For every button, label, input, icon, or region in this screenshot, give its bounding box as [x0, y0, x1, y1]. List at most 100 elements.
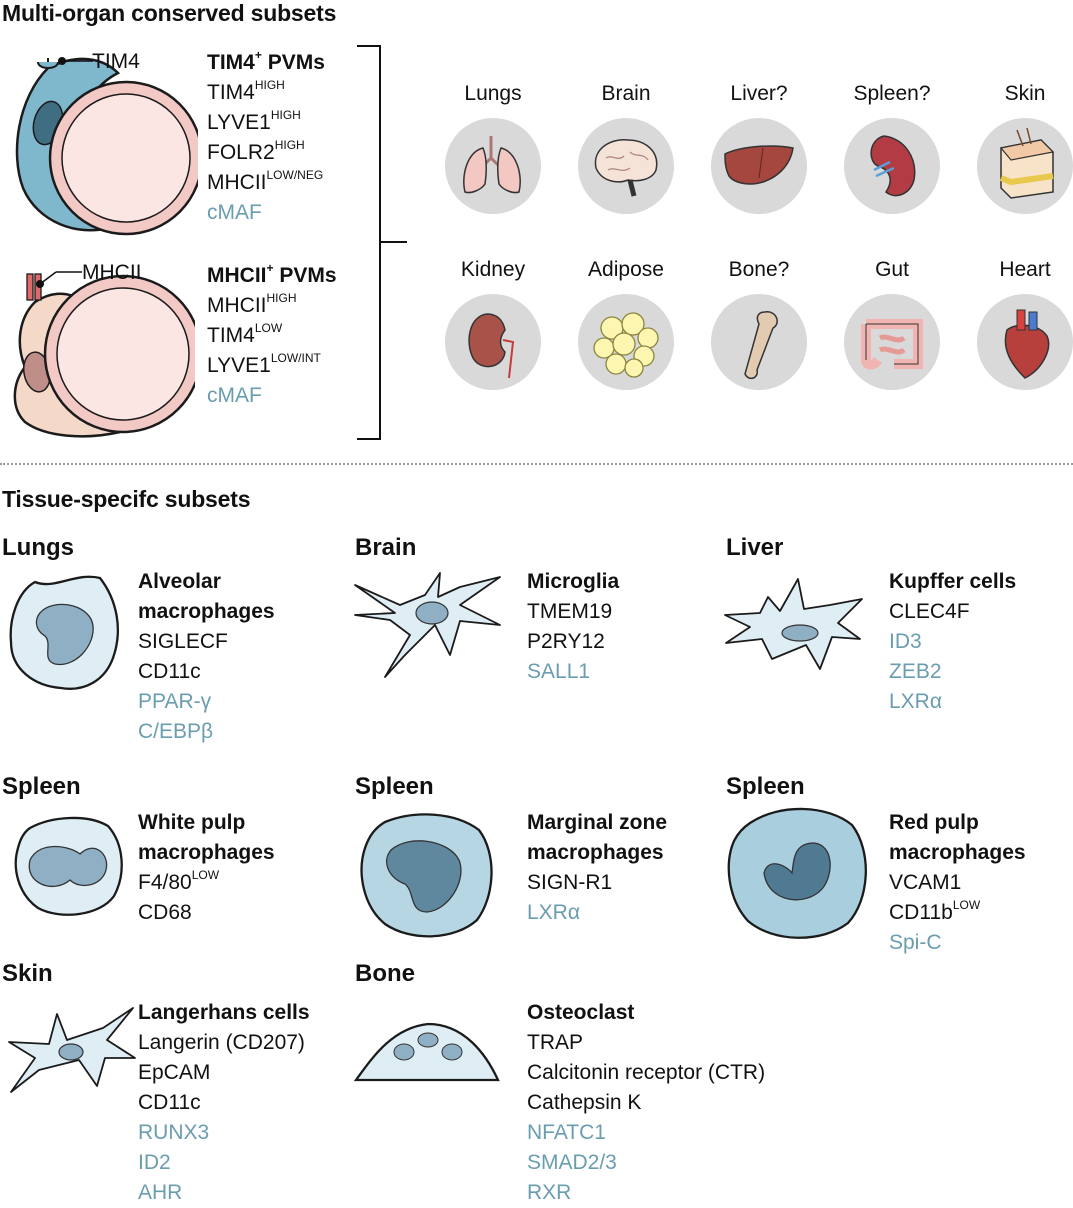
subset-title: Alveolar	[138, 570, 221, 593]
section-divider	[0, 463, 1073, 465]
section-heading-tissue-specific: Tissue-specifc subsets	[2, 486, 251, 512]
liver-icon	[711, 118, 807, 214]
langerhans-cell-block: Langerhans cells Langerin (CD207) EpCAM …	[138, 998, 310, 1208]
subset-title: Red pulp	[889, 811, 979, 834]
marker: TMEM19	[527, 600, 613, 623]
transcription-factor: SALL1	[527, 660, 591, 683]
marker: CD11bLOW	[889, 898, 981, 924]
transcription-factor: NFATC1	[527, 1121, 606, 1144]
transcription-factor: Spi-C	[889, 931, 942, 954]
marker: FOLR2HIGH	[207, 138, 305, 164]
marker: P2RY12	[527, 630, 605, 653]
transcription-factor: cMAF	[207, 384, 262, 407]
marker: MHCIIHIGH	[207, 291, 297, 317]
subset-title: macrophages	[138, 841, 275, 864]
organ-label-gut: Gut	[875, 258, 909, 281]
mhcii-pvm-block: MHCII+ PVMs MHCIIHIGH TIM4LOW LYVE1LOW/I…	[207, 261, 337, 411]
marker: Cathepsin K	[527, 1091, 642, 1114]
organ-label-skin: Skin	[1004, 82, 1046, 105]
organ-heading-skin: Skin	[2, 960, 53, 987]
organ-heading-spleen-red-pulp: Spleen	[726, 773, 805, 800]
marginal-zone-macrophage-icon	[360, 813, 493, 938]
marker: CD11c	[138, 660, 201, 683]
subset-title: macrophages	[138, 600, 275, 623]
transcription-factor: SMAD2/3	[527, 1151, 617, 1174]
organ-label-adipose: Adipose	[588, 258, 664, 281]
mhcii-marker-label: MHCII	[82, 261, 142, 284]
mhcii-pvm-title: MHCII+ PVMs	[207, 261, 337, 287]
organ-heading-bone: Bone	[355, 960, 415, 987]
spleen-icon	[844, 118, 940, 214]
subset-title: Marginal zone	[527, 811, 668, 834]
adipose-icon	[578, 294, 674, 390]
red-pulp-macrophage-block: Red pulp macrophages VCAM1 CD11bLOW Spi-…	[889, 808, 1026, 958]
transcription-factor: ID2	[138, 1151, 171, 1174]
marker: TRAP	[527, 1031, 584, 1054]
alveolar-macrophage-block: Alveolar macrophages SIGLECF CD11c PPAR-…	[138, 567, 275, 747]
organ-label-kidney: Kidney	[460, 258, 526, 281]
alveolar-macrophage-icon	[9, 575, 119, 690]
organ-heading-spleen-marginal-zone: Spleen	[355, 773, 434, 800]
tim4-pvm-illustration	[15, 57, 198, 236]
red-pulp-macrophage-icon	[727, 807, 867, 939]
marker: CD11c	[138, 1091, 201, 1114]
organ-label-spleen: Spleen?	[853, 82, 931, 105]
bone-icon	[711, 294, 807, 390]
transcription-factor: C/EBPβ	[138, 720, 214, 743]
marker: TIM4LOW	[207, 321, 283, 347]
kupffer-cell-icon	[724, 578, 863, 670]
brain-icon	[578, 118, 674, 214]
grouping-bracket	[357, 45, 407, 440]
organ-label-liver: Liver?	[730, 82, 788, 105]
tim4-marker-label: TIM4	[92, 50, 140, 73]
marker: LYVE1LOW/INT	[207, 351, 321, 377]
transcription-factor: ZEB2	[889, 660, 942, 683]
organ-label-lungs: Lungs	[464, 82, 522, 105]
microglia-block: Microglia TMEM19 P2RY12 SALL1	[527, 567, 619, 687]
subset-title: macrophages	[527, 841, 664, 864]
subset-title: Osteoclast	[527, 1001, 635, 1024]
transcription-factor: cMAF	[207, 201, 262, 224]
marker: SIGLECF	[138, 630, 228, 653]
transcription-factor: PPAR-γ	[138, 690, 212, 713]
marker: EpCAM	[138, 1061, 211, 1084]
organ-label-heart: Heart	[999, 258, 1051, 281]
heart-icon	[977, 294, 1073, 390]
marker: SIGN-R1	[527, 871, 613, 894]
organ-label-brain: Brain	[601, 82, 651, 105]
organ-heading-spleen-white-pulp: Spleen	[2, 773, 81, 800]
skin-icon	[977, 118, 1073, 214]
marker: F4/80LOW	[138, 868, 220, 894]
kupffer-cell-block: Kupffer cells CLEC4F ID3 ZEB2 LXRα	[889, 567, 1016, 717]
organ-label-bone: Bone?	[728, 258, 790, 281]
marker: VCAM1	[889, 871, 962, 894]
tim4-pvm-block: TIM4+ PVMs TIM4HIGH LYVE1HIGH FOLR2HIGH …	[207, 48, 325, 228]
section-heading-multi-organ: Multi-organ conserved subsets	[2, 0, 337, 26]
marker: MHCIILOW/NEG	[207, 168, 324, 194]
organ-heading-liver: Liver	[726, 534, 784, 561]
subset-title: Microglia	[527, 570, 620, 593]
microglia-icon	[354, 572, 501, 678]
marker: LYVE1HIGH	[207, 108, 301, 134]
subset-title: Langerhans cells	[138, 1001, 310, 1024]
transcription-factor: ID3	[889, 630, 922, 653]
marginal-zone-macrophage-block: Marginal zone macrophages SIGN-R1 LXRα	[527, 808, 667, 928]
transcription-factor: AHR	[138, 1181, 183, 1204]
organ-heading-brain: Brain	[355, 534, 417, 561]
osteoclast-icon	[353, 1022, 500, 1082]
transcription-factor: LXRα	[889, 690, 942, 713]
white-pulp-macrophage-icon	[14, 816, 123, 916]
subset-title: macrophages	[889, 841, 1026, 864]
marker: Langerin (CD207)	[138, 1031, 305, 1054]
marker: TIM4HIGH	[207, 78, 285, 104]
gut-icon	[844, 294, 940, 390]
marker: CLEC4F	[889, 600, 970, 623]
marker: Calcitonin receptor (CTR)	[527, 1061, 766, 1084]
organ-heading-lungs: Lungs	[2, 534, 74, 561]
lungs-icon	[445, 118, 541, 214]
tim4-pvm-title: TIM4+ PVMs	[207, 48, 325, 74]
transcription-factor: RUNX3	[138, 1121, 210, 1144]
transcription-factor: RXR	[527, 1181, 572, 1204]
white-pulp-macrophage-block: White pulp macrophages F4/80LOW CD68	[138, 808, 275, 928]
subset-title: Kupffer cells	[889, 570, 1017, 593]
